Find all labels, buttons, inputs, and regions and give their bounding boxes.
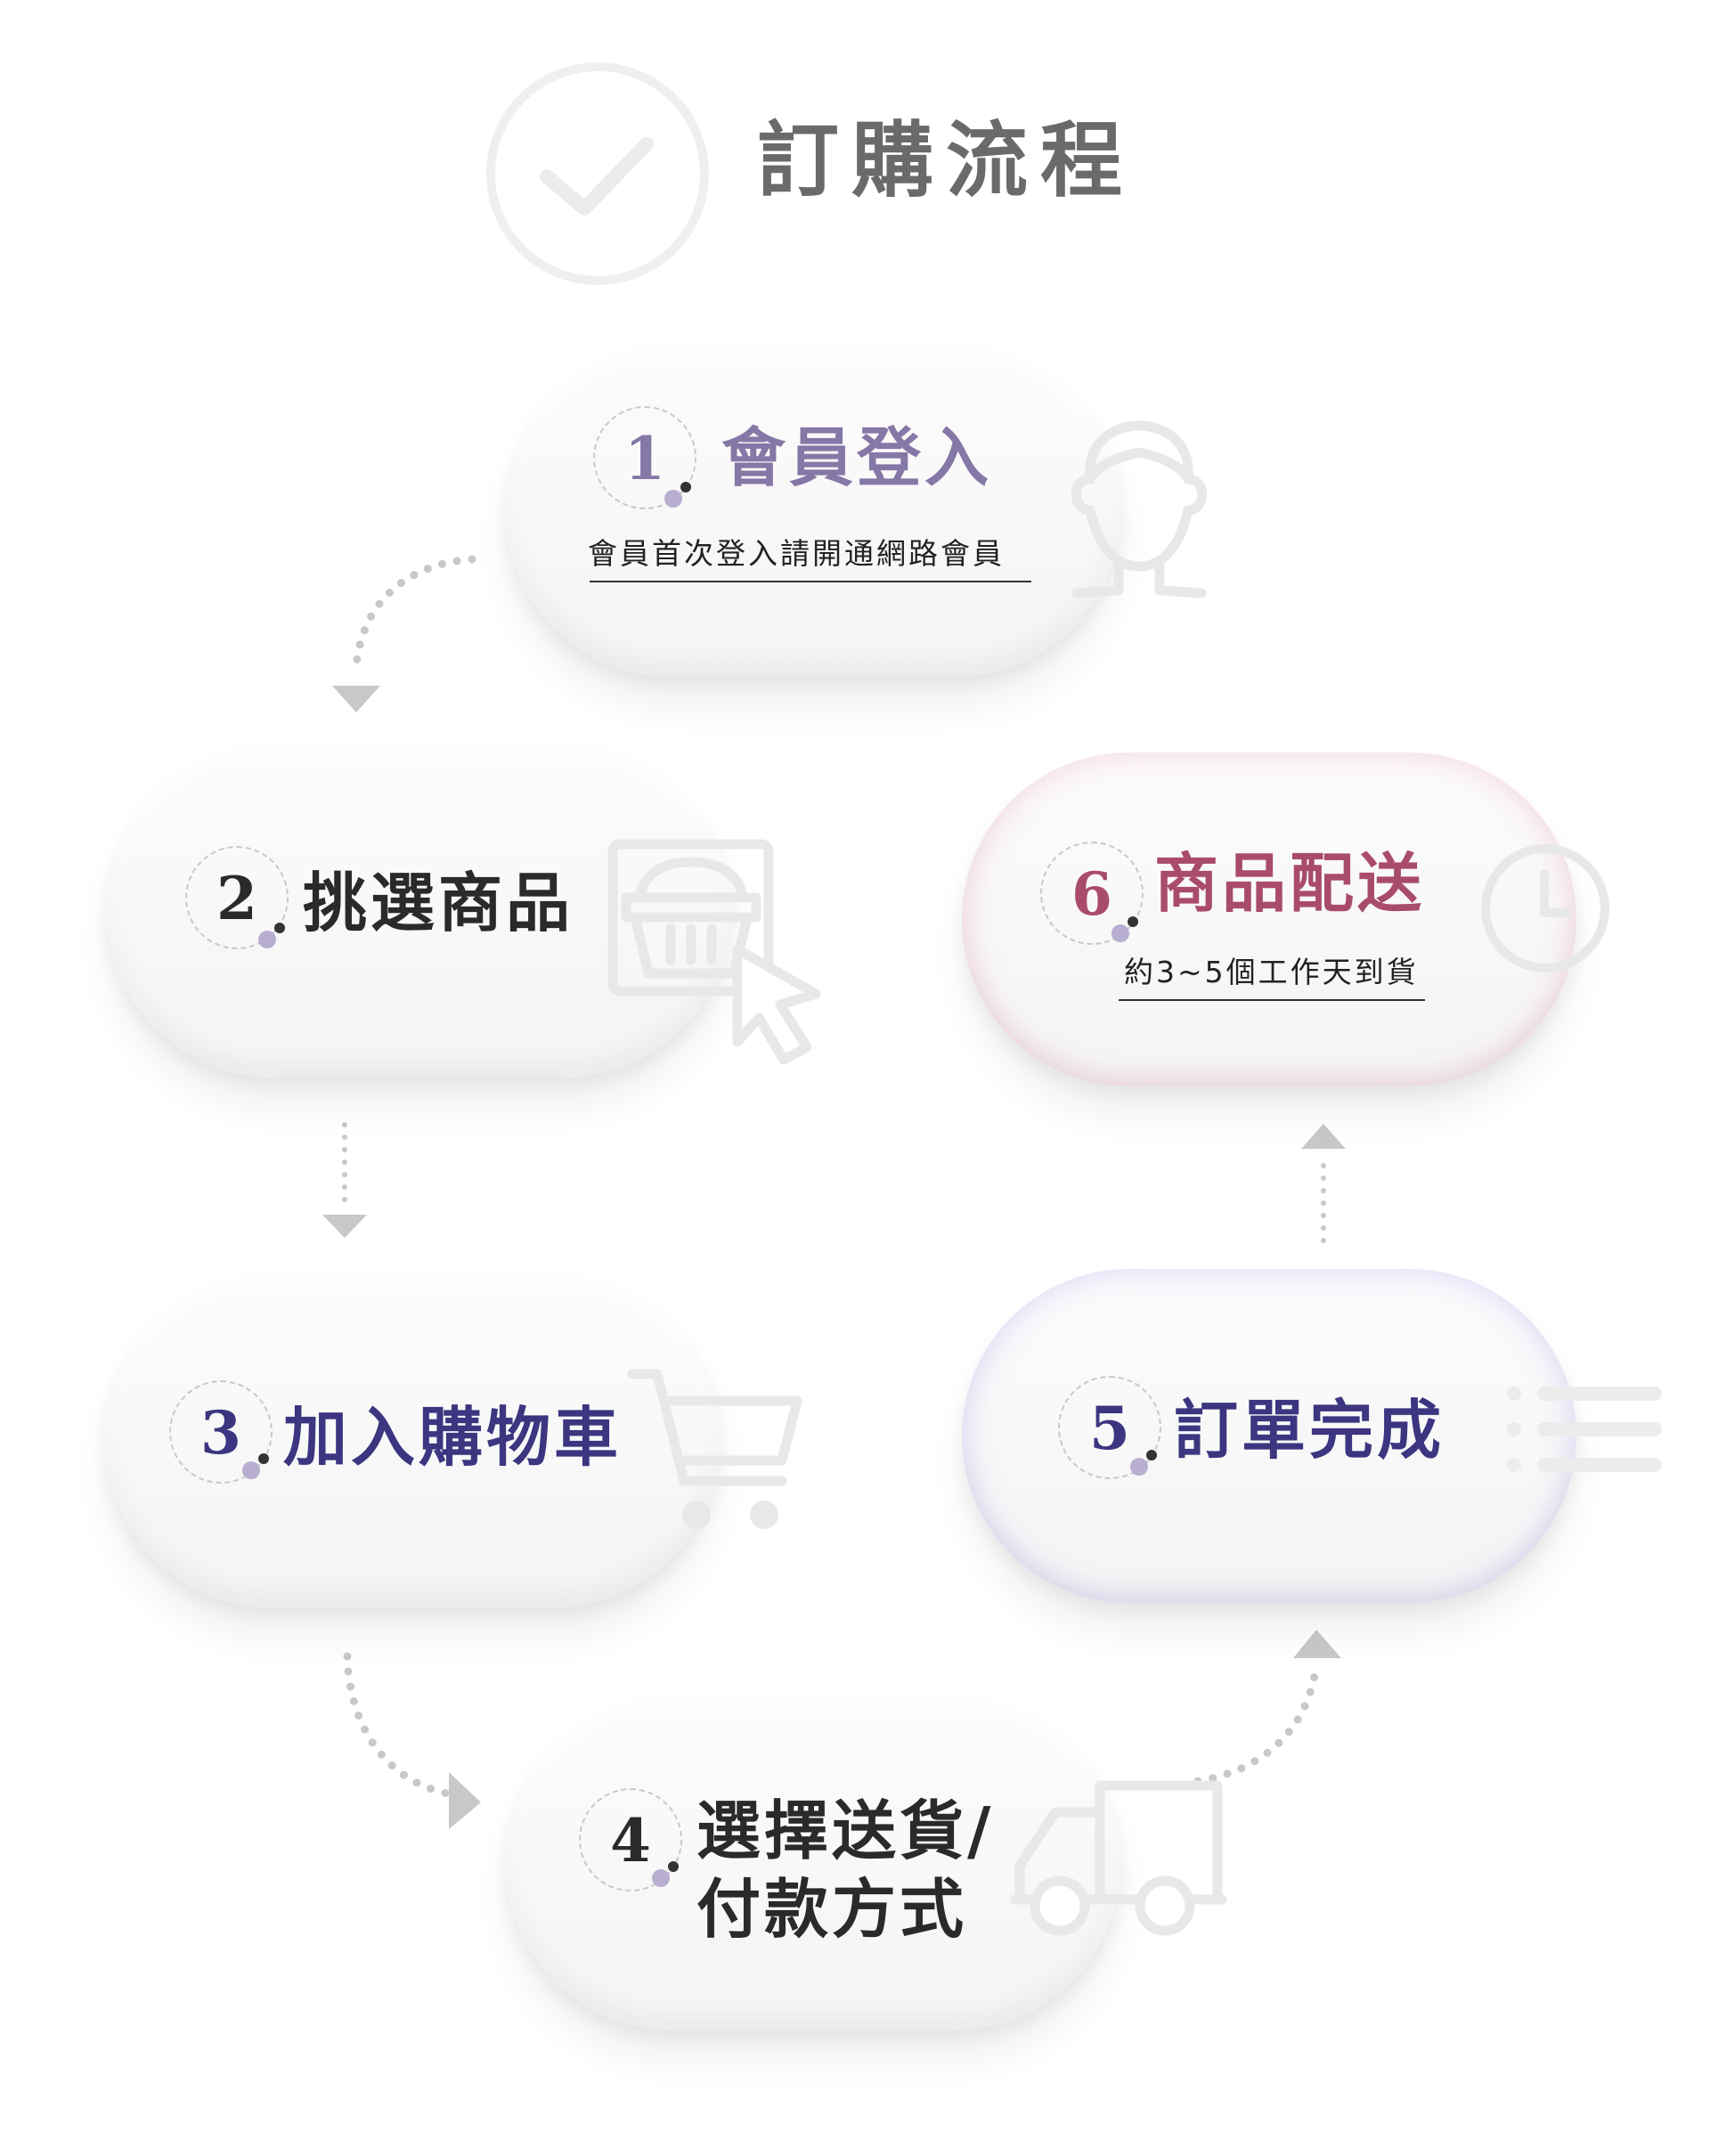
step-5-dot-accent	[1130, 1458, 1148, 1476]
step-4-label-line1: 選擇送貨/	[696, 1794, 995, 1868]
step-3-number-badge	[169, 1380, 273, 1484]
step-2-dot	[274, 923, 285, 933]
step-6-sub-label: 約3~5個工作天到貨	[1124, 955, 1419, 989]
step-4-number: 4	[610, 1806, 651, 1875]
shopping-cart-icon	[627, 1369, 802, 1529]
arrow-head-1-to-2	[332, 686, 380, 712]
step-4-dot-accent	[652, 1869, 670, 1887]
step-1-label: 會員登入	[721, 420, 993, 495]
shopping-basket-click-icon	[607, 839, 821, 1065]
step-1-sub-label: 會員首次登入請開通網路會員	[588, 536, 1005, 571]
arrow-3-to-4	[343, 1652, 452, 1798]
arrow-head-4-to-5	[1293, 1630, 1341, 1658]
step-2-number: 2	[216, 864, 257, 933]
step-3-label: 加入購物車	[283, 1400, 623, 1475]
clock-icon	[1481, 844, 1609, 972]
arrow-head-5-to-6	[1301, 1124, 1346, 1149]
step-1-dot	[680, 482, 691, 492]
arrow-head-2-to-3	[322, 1215, 367, 1238]
step-5-number-badge	[1058, 1376, 1161, 1479]
arrow-1-to-2	[352, 555, 476, 671]
step-6-number-badge	[1040, 842, 1144, 945]
step-1-underline	[590, 581, 1031, 582]
page-title: 訂購流程	[757, 113, 1136, 208]
step-1-number-badge	[593, 406, 696, 509]
step-2-dot-accent	[258, 931, 276, 948]
list-icon	[1507, 1387, 1662, 1472]
check-circle-icon	[486, 62, 709, 285]
truck-icon	[1010, 1780, 1227, 1936]
arrow-4-to-5	[1193, 1659, 1321, 1786]
step-6-underline	[1119, 999, 1425, 1001]
step-3-dot-accent	[242, 1461, 260, 1479]
step-4-label-line2: 付款方式	[696, 1872, 968, 1947]
step-5-label: 訂單完成	[1174, 1393, 1445, 1468]
step-2-label: 挑選商品	[303, 866, 574, 940]
step-4-number-badge	[579, 1788, 682, 1892]
step-1-card	[506, 346, 1120, 677]
step-5-dot	[1146, 1450, 1157, 1460]
step-3-dot	[258, 1453, 269, 1464]
step-1-number: 1	[624, 424, 665, 493]
step-6-number: 6	[1071, 859, 1112, 929]
step-6-label: 商品配送	[1154, 846, 1426, 921]
step-6-dot-accent	[1112, 924, 1129, 942]
step-5-number: 5	[1089, 1394, 1130, 1463]
step-1-dot-accent	[664, 490, 682, 508]
step-3-number: 3	[200, 1398, 241, 1468]
step-6-dot	[1128, 916, 1138, 927]
step-2-number-badge	[185, 846, 289, 949]
user-icon	[1071, 420, 1208, 598]
arrow-head-3-to-4	[449, 1772, 481, 1829]
step-4-dot	[668, 1861, 679, 1872]
